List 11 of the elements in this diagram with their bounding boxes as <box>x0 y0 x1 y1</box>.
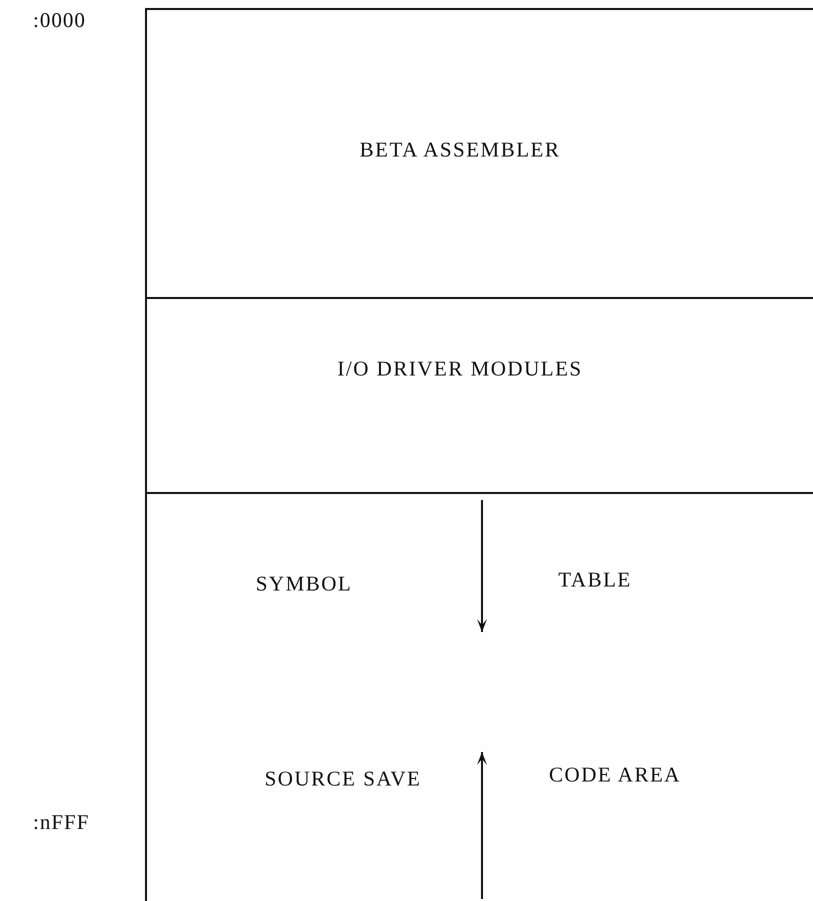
region-label: TABLE <box>558 568 632 592</box>
region-label: BETA ASSEMBLER <box>360 138 560 162</box>
region-label: SYMBOL <box>256 572 352 596</box>
memory-region <box>145 297 813 494</box>
region-label: SOURCE SAVE <box>264 766 422 792</box>
address-label: :nFFF <box>33 810 90 835</box>
address-label: :0000 <box>33 8 86 33</box>
region-label: CODE AREA <box>549 762 681 788</box>
memory-region <box>145 8 813 299</box>
region-label: I/O DRIVER MODULES <box>337 356 583 382</box>
memory-region <box>145 492 813 901</box>
